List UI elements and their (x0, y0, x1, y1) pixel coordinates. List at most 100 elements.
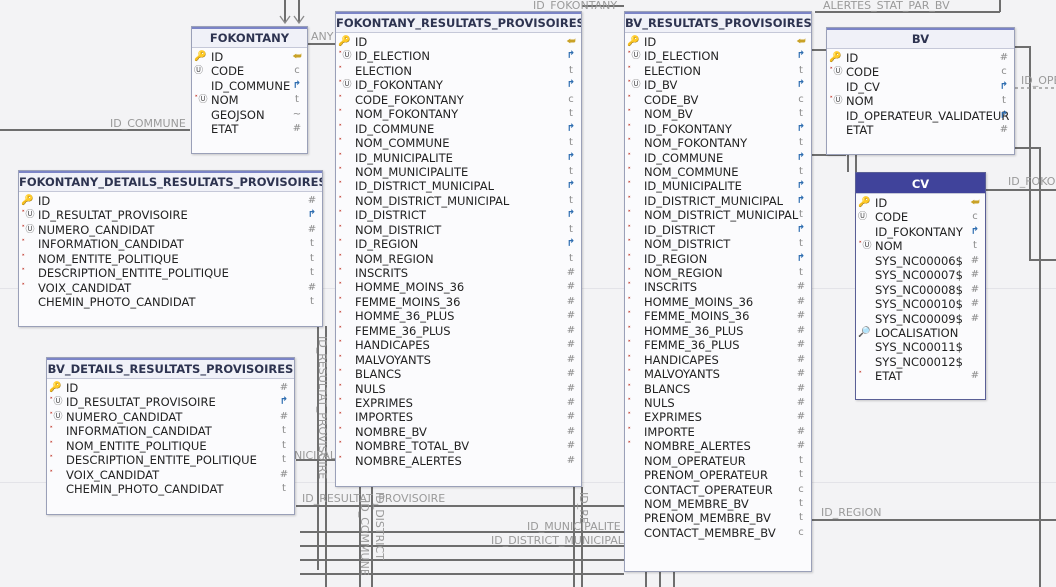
entity-title[interactable]: CV (856, 173, 985, 194)
column-row[interactable]: ˟NOMBRE_BV# (336, 425, 581, 439)
column-row[interactable]: SYS_NC00010$# (856, 297, 985, 311)
column-row[interactable]: ˟NULS# (336, 382, 581, 396)
column-row[interactable]: ˟HOMME_36_PLUS# (336, 309, 581, 323)
column-row[interactable]: ˟IMPORTE# (625, 425, 811, 439)
column-row[interactable]: ˟ID_DISTRICT↱ (625, 223, 811, 237)
column-row[interactable]: ˟MALVOYANTS# (625, 367, 811, 381)
column-row[interactable]: ˟VOIX_CANDIDAT# (47, 468, 294, 482)
column-row[interactable]: ˟BLANCS# (625, 382, 811, 396)
column-row[interactable]: 🔑ID# (19, 194, 322, 208)
column-row[interactable]: ˟ID_MUNICIPALITE↱ (625, 179, 811, 193)
column-row[interactable]: SYS_NC00011$ (856, 340, 985, 354)
column-row[interactable]: 🔑ID# (827, 51, 1014, 65)
column-row[interactable]: GEOJSON~ (192, 108, 307, 122)
column-row[interactable]: ˟ID_DISTRICT_MUNICIPAL↱ (625, 194, 811, 208)
column-row[interactable]: ID_COMMUNE↱ (192, 79, 307, 93)
column-row[interactable]: SYS_NC00008$# (856, 283, 985, 297)
column-row[interactable]: 🔑ID⮨ (856, 196, 985, 210)
column-row[interactable]: 🔑ID⮨ (192, 50, 307, 64)
column-row[interactable]: 🔑ID⮨ (625, 35, 811, 49)
column-row[interactable]: ˟NOMBRE_ALERTES# (336, 454, 581, 468)
column-row[interactable]: ˟ID_COMMUNE↱ (336, 122, 581, 136)
entity-fokontany-details-resultats-provisoires[interactable]: FOKONTANY_DETAILS_RESULTATS_PROVISOIRES … (18, 170, 323, 327)
column-row[interactable]: ˟HOMME_36_PLUS# (625, 324, 811, 338)
column-row[interactable]: ˟EXPRIMES# (336, 396, 581, 410)
column-row[interactable]: ˟ID_DISTRICT_MUNICIPAL↱ (336, 179, 581, 193)
column-row[interactable]: SYS_NC00007$# (856, 268, 985, 282)
column-row[interactable]: SYS_NC00012$ (856, 355, 985, 369)
column-row[interactable]: SYS_NC00006$# (856, 254, 985, 268)
column-row[interactable]: ˟FEMME_MOINS_36# (336, 295, 581, 309)
column-row[interactable]: ˟IMPORTES# (336, 410, 581, 424)
column-row[interactable]: ˟ID_COMMUNE↱ (625, 151, 811, 165)
column-row[interactable]: 🔑ID# (47, 381, 294, 395)
column-row[interactable]: ˟NOMBRE_ALERTES# (625, 439, 811, 453)
column-row[interactable]: ˟HANDICAPES# (625, 353, 811, 367)
column-row[interactable]: ˟ID_FOKONTANY↱ (625, 122, 811, 136)
column-row[interactable]: ID_OPERATEUR_VALIDATEUR↱ (827, 109, 1014, 123)
entity-title[interactable]: BV (827, 28, 1014, 49)
column-row[interactable]: ˟VOIX_CANDIDAT# (19, 281, 322, 295)
column-row[interactable]: ˟FEMME_36_PLUS# (625, 338, 811, 352)
column-row[interactable]: ˟INSCRITS# (336, 266, 581, 280)
column-row[interactable]: ID_CV↱ (827, 80, 1014, 94)
column-row[interactable]: ˟HANDICAPES# (336, 338, 581, 352)
column-row[interactable]: ˟EXPRIMES# (625, 410, 811, 424)
column-row[interactable]: ˟HOMME_MOINS_36# (625, 295, 811, 309)
column-row[interactable]: ˟FEMME_36_PLUS# (336, 324, 581, 338)
column-row[interactable]: ˟ID_REGION↱ (625, 252, 811, 266)
entity-title[interactable]: BV_DETAILS_RESULTATS_PROVISOIRES (47, 358, 294, 379)
entity-title[interactable]: FOKONTANY (192, 27, 307, 48)
entity-title[interactable]: FOKONTANY_DETAILS_RESULTATS_PROVISOIRES (19, 171, 322, 192)
column-row[interactable]: ETAT# (827, 123, 1014, 137)
column-row[interactable]: ˟ID_DISTRICT↱ (336, 208, 581, 222)
column-row[interactable]: 🔑ID⮨ (336, 35, 581, 49)
column-row[interactable]: ID_FOKONTANY↱ (856, 225, 985, 239)
column-row[interactable]: ETAT# (192, 122, 307, 136)
entity-title[interactable]: BV_RESULTATS_PROVISOIRES (625, 12, 811, 33)
